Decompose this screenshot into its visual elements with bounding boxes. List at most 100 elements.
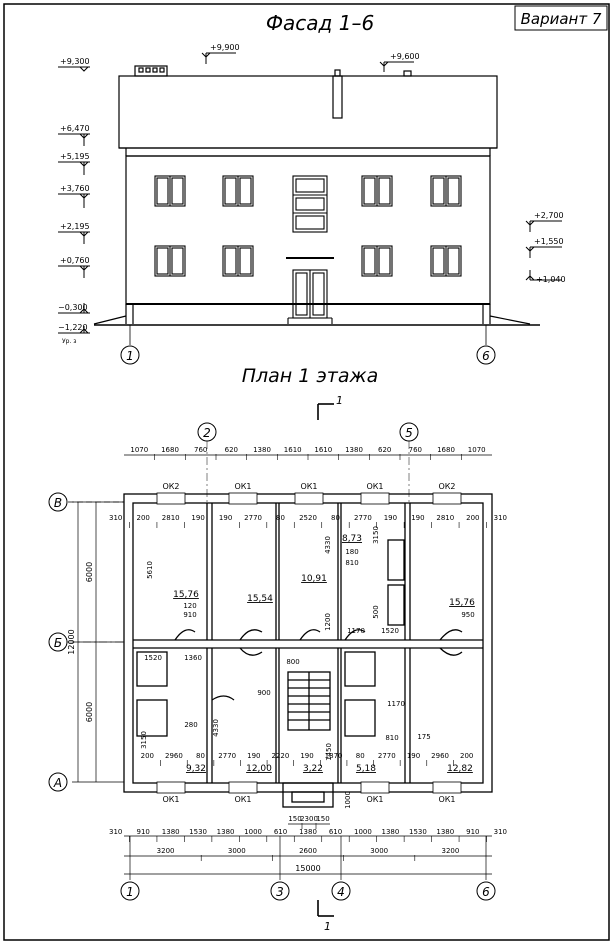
bottom-row1-dim-9: 2770 <box>378 752 396 760</box>
bottom-row2-dim-2: 150 <box>316 815 329 823</box>
dim-900: 900 <box>257 689 270 697</box>
level-9900: +9,900 <box>210 43 240 52</box>
top-dims-texts-dim-5: 1610 <box>284 446 302 454</box>
bottom-row4-dim-0: 3200 <box>157 847 175 855</box>
plan-window-openings <box>156 492 462 794</box>
bottom-row1-dim-5: 2220 <box>271 752 289 760</box>
plan-axis-V-label: В <box>54 496 62 510</box>
dim-1200: 1200 <box>324 613 332 631</box>
top-dims-texts-dim-11: 1070 <box>468 446 486 454</box>
bottom-row3-dim-6: 610 <box>274 828 287 836</box>
dim-4330-lower: 4330 <box>212 719 220 737</box>
section-mark-top-label: 1 <box>336 394 343 407</box>
row2-dims-texts-dim-3: 190 <box>191 514 204 522</box>
room-area-6: 9,32 <box>186 764 206 774</box>
level-9300: +9,300 <box>60 57 90 66</box>
bottom-row3-dim-12: 1380 <box>436 828 454 836</box>
dim-1170-upper: 1170 <box>347 627 365 635</box>
plan-axis-4-label: 4 <box>337 885 345 899</box>
bottom-row1-dim-11: 2960 <box>431 752 449 760</box>
bottom-row1-dim-1: 2960 <box>165 752 183 760</box>
bottom-row3-dim-13: 910 <box>466 828 479 836</box>
row2-dims-texts-dim-2: 2810 <box>162 514 180 522</box>
room-area-10: 12,82 <box>447 764 473 774</box>
bottom-row2-dim-1: 2300 <box>300 815 318 823</box>
level-1550: +1,550 <box>534 237 564 246</box>
level-minus-1220: −1,220 <box>58 323 88 332</box>
dim-950: 950 <box>461 611 474 619</box>
row2-dims-texts-dim-14: 310 <box>494 514 507 522</box>
variant-box <box>514 5 608 31</box>
top-dims-texts-dim-9: 760 <box>409 446 422 454</box>
bottom-row1-dim-0: 200 <box>141 752 154 760</box>
top-dims-texts-dim-4: 1380 <box>253 446 271 454</box>
bottom-row1-dim-8: 80 <box>356 752 365 760</box>
room-area-3: 10,91 <box>301 574 327 584</box>
dim-175: 175 <box>417 733 430 741</box>
bottom-row3-dim-2: 1380 <box>162 828 180 836</box>
bottom-row3-dim-5: 1000 <box>244 828 262 836</box>
facade-windows-lower <box>154 245 462 324</box>
bottom-row3-dim-1: 910 <box>137 828 150 836</box>
facade-axis-1-label: 1 <box>126 349 134 363</box>
room-area-8: 3,22 <box>303 764 323 774</box>
window-label-bottom-3: ОК1 <box>366 795 383 804</box>
bottom-row3-dim-9: 1000 <box>354 828 372 836</box>
bottom-row3-dim-7: 1380 <box>299 828 317 836</box>
bottom-row3-dim-11: 1530 <box>409 828 427 836</box>
row2-dims-texts-dim-7: 2520 <box>299 514 317 522</box>
facade-walls <box>93 155 540 326</box>
level-2195: +2,195 <box>60 222 90 231</box>
plan-axis-1-bubble <box>120 881 140 901</box>
row2-dims-texts-dim-0: 310 <box>109 514 122 522</box>
row2-dims-texts-dim-6: 80 <box>276 514 285 522</box>
dim-4330-upper: 4330 <box>324 536 332 554</box>
plan-axis-6-bubble <box>476 881 496 901</box>
facade-axis-1-bubble <box>120 345 140 365</box>
row2-dims-texts-dim-1: 200 <box>137 514 150 522</box>
facade-roof <box>118 65 498 157</box>
dim-3150-upper: 3150 <box>372 526 380 544</box>
dim-1450: 1450 <box>325 743 333 761</box>
plan-axis-4-bubble <box>331 881 351 901</box>
window-label-top-1: ОК2 <box>162 482 179 491</box>
window-label-bottom-2: ОК1 <box>234 795 251 804</box>
bottom-row1-dim-6: 190 <box>300 752 313 760</box>
plan-title: План 1 этажа <box>242 365 379 387</box>
plan-bottom-dimension-lines <box>124 823 492 875</box>
dim-180: 180 <box>345 548 358 556</box>
bottom-row1-dim-12: 200 <box>460 752 473 760</box>
room-area-7: 12,00 <box>246 764 272 774</box>
window-label-top-4: ОК1 <box>366 482 383 491</box>
bottom-row3-dim-10: 1380 <box>381 828 399 836</box>
dim-500: 500 <box>372 605 380 618</box>
facade-level-marks-left <box>58 66 90 334</box>
dim-1520-upper: 1520 <box>381 627 399 635</box>
window-label-bottom-4: ОК1 <box>438 795 455 804</box>
bottom-row1-dim-2: 80 <box>196 752 205 760</box>
room-area-9: 5,18 <box>356 764 376 774</box>
level-2700: +2,700 <box>534 211 564 220</box>
bottom-row2-dim-0: 150 <box>288 815 301 823</box>
top-dims-texts-dim-2: 760 <box>194 446 207 454</box>
dim-280: 280 <box>184 721 197 729</box>
top-dims-texts-dim-7: 1380 <box>345 446 363 454</box>
plan-axis-1-label: 1 <box>126 885 134 899</box>
top-dims-texts-dim-1: 1680 <box>161 446 179 454</box>
plan-axis-lines <box>67 441 410 643</box>
dim-3150-lower: 3150 <box>140 731 148 749</box>
window-label-top-5: ОК2 <box>438 482 455 491</box>
dim-910: 910 <box>183 611 196 619</box>
row2-dims-texts-dim-10: 190 <box>384 514 397 522</box>
room-area-4: 8,73 <box>342 534 362 544</box>
room-area-2: 15,54 <box>247 594 273 604</box>
room-area-5: 15,76 <box>449 598 475 608</box>
row2-dims-texts-dim-4: 190 <box>219 514 232 522</box>
bottom-row1-dim-7: 1870 <box>325 752 343 760</box>
plan-axis-2-label: 2 <box>203 426 211 440</box>
bottom-row3-dim-0: 310 <box>109 828 122 836</box>
top-dims-texts-dim-3: 620 <box>225 446 238 454</box>
facade-level-marks-top <box>201 52 414 72</box>
facade-windows-upper <box>154 175 462 233</box>
room-area-1: 15,76 <box>173 590 199 600</box>
